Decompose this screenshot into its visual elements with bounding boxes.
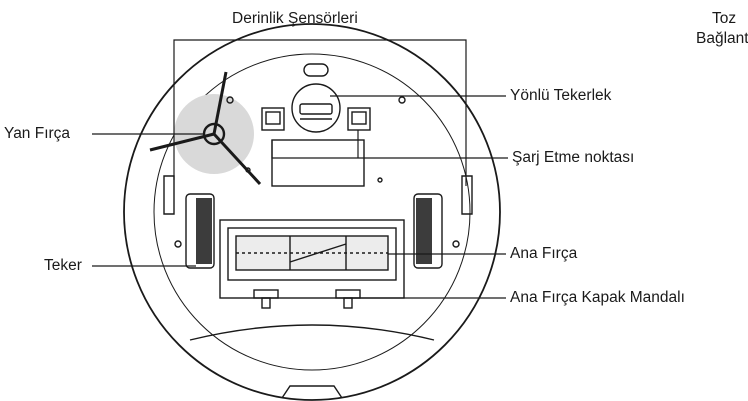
bottom-notch	[281, 385, 343, 399]
charging-contact-right	[347, 107, 371, 131]
label-depth-sensors: Derinlik Şensörleri	[232, 10, 358, 27]
main-brush-housing	[219, 219, 405, 299]
label-dust-box-1: Toz	[712, 10, 737, 27]
label-main-brush: Ana Fırça	[510, 245, 578, 262]
label-charging-point: Şarj Etme noktası	[512, 149, 635, 166]
right-wheel	[413, 193, 443, 269]
left-wheel	[185, 193, 215, 269]
directional-wheel	[291, 83, 341, 133]
charging-point-leader	[271, 130, 508, 159]
charging-contact-left	[261, 107, 285, 131]
center-panel	[271, 139, 365, 187]
label-dust-box-2: Bağlant	[696, 30, 748, 47]
bumper-arc	[189, 324, 435, 341]
depth-sensor-slot	[303, 63, 329, 77]
label-main-brush-cover-latch: Ana Fırça Kapak Mandalı	[510, 289, 685, 306]
label-wheel: Teker	[44, 257, 82, 274]
directional-wheel-axle	[299, 103, 333, 115]
robot-body-outline	[123, 23, 501, 401]
label-directional-wheel: Yönlü Tekerlek	[510, 87, 612, 104]
depth-sensor-leader	[173, 39, 467, 186]
main-brush	[235, 235, 389, 271]
label-side-brush: Yan Fırça	[4, 125, 71, 142]
robot-inner-ring	[153, 53, 471, 371]
